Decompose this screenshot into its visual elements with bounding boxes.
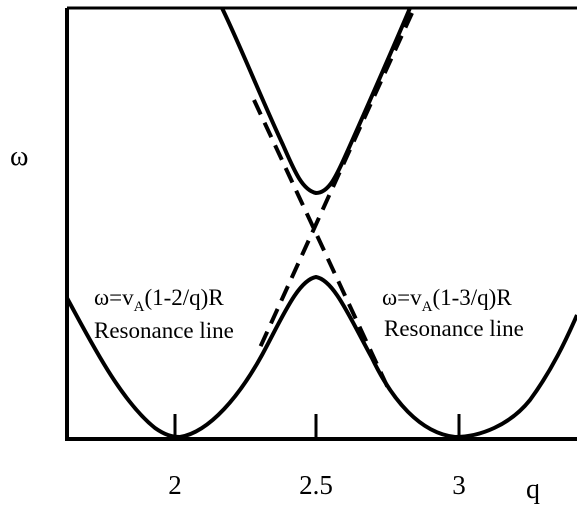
left-resonance-caption: Resonance line bbox=[94, 318, 234, 343]
resonance-line-q3-dashed bbox=[256, 12, 414, 353]
right-resonance-formula: ω=vA(1-3/q)R bbox=[382, 285, 512, 315]
right-formula-prefix: ω=v bbox=[382, 285, 422, 310]
x-axis-label: q bbox=[526, 474, 540, 505]
x-tick-label-2: 2 bbox=[168, 470, 182, 500]
right-formula-suffix: (1-3/q)R bbox=[432, 285, 512, 310]
lower-gap-branch bbox=[65, 274, 577, 440]
upper-gap-branch bbox=[220, 7, 412, 196]
left-formula-prefix: ω=v bbox=[94, 285, 134, 310]
x-tick-label-3: 3 bbox=[452, 470, 466, 500]
right-formula-subscript: A bbox=[422, 299, 433, 315]
resonance-line-q2-dashed bbox=[252, 99, 390, 389]
left-formula-subscript: A bbox=[134, 299, 145, 315]
right-resonance-caption: Resonance line bbox=[384, 316, 524, 341]
x-tick-label-2.5: 2.5 bbox=[299, 470, 333, 500]
y-axis-label: ω bbox=[10, 141, 28, 172]
left-formula-suffix: (1-2/q)R bbox=[144, 285, 224, 310]
left-resonance-formula: ω=vA(1-2/q)R bbox=[94, 285, 224, 315]
